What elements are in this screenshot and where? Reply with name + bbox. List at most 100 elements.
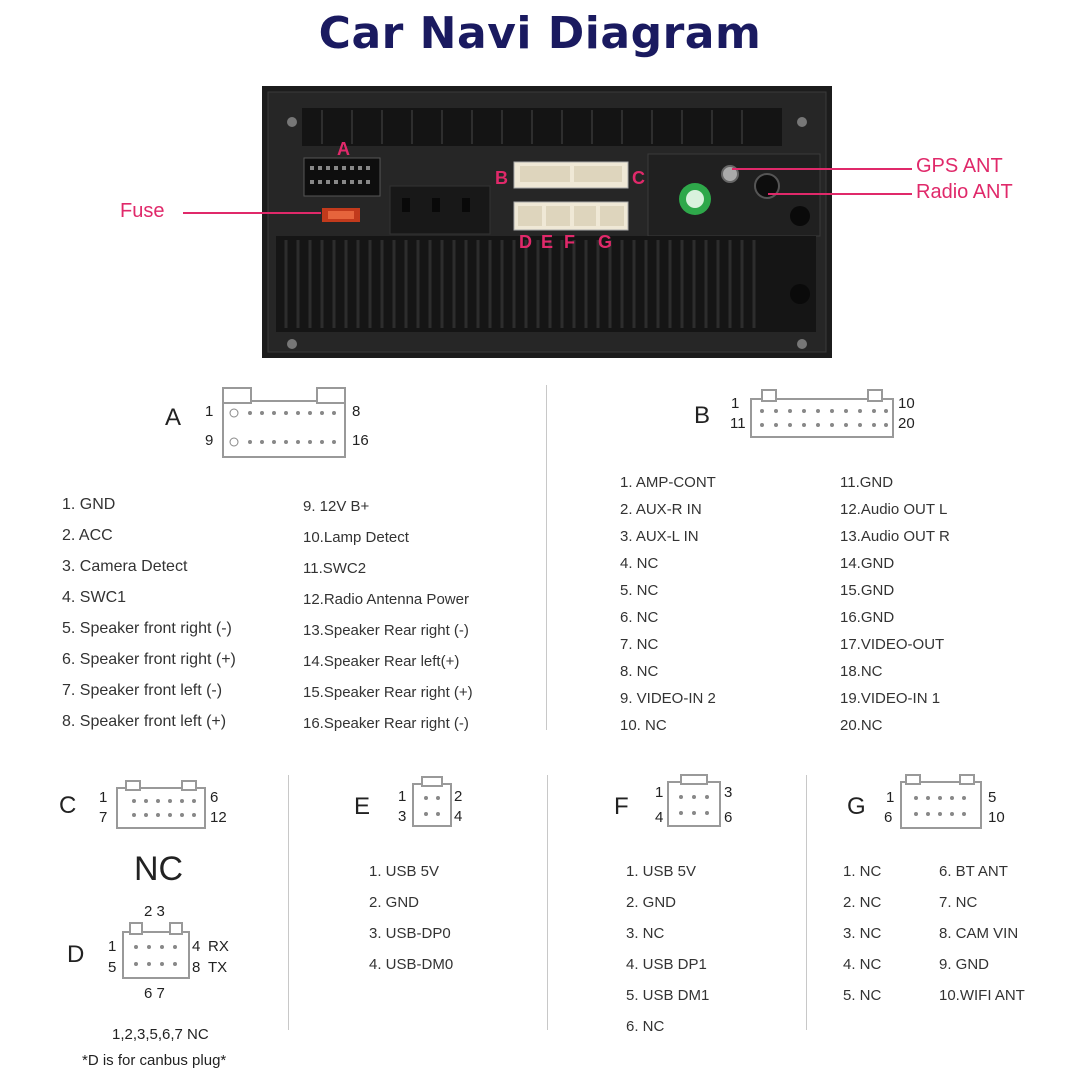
connector-g-letter: G — [847, 793, 866, 820]
list-item: 13.Audio OUT R — [840, 528, 950, 545]
list-item: 5. USB DM1 — [626, 987, 710, 1004]
radio-ant-label: Radio ANT — [916, 181, 1013, 203]
head-unit-rear-photo — [262, 86, 832, 358]
connector-f-pin-6: 6 — [724, 809, 733, 826]
connector-g-diagram — [900, 774, 982, 829]
connector-g-pin-1: 1 — [886, 789, 895, 806]
connector-a-list-right: 9. 12V B+ 10.Lamp Detect 11.SWC2 12.Radi… — [303, 491, 473, 739]
connector-d-pin-1: 1 — [108, 938, 117, 955]
photo-letter-d: D — [519, 232, 532, 252]
connector-f-pin-4: 4 — [655, 809, 664, 826]
connector-d-pin-4: 4 — [192, 938, 201, 955]
divider-fg — [806, 775, 807, 1030]
connector-b-diagram — [750, 389, 894, 438]
connector-c-nc: NC — [134, 850, 184, 888]
photo-letter-c: C — [632, 168, 645, 188]
connector-c-pin-7: 7 — [99, 809, 108, 826]
connector-a-pin-8: 8 — [352, 403, 361, 420]
connector-b-pin-11: 11 — [730, 415, 746, 432]
connector-c-diagram — [116, 780, 206, 829]
connector-e-pin-1: 1 — [398, 788, 407, 805]
connector-d-tx: TX — [208, 959, 228, 976]
connector-d-pins-bottom: 6 7 — [144, 985, 165, 1002]
list-item: 6. BT ANT — [939, 863, 1008, 880]
list-item: 1. AMP-CONT — [620, 474, 716, 491]
connector-d-diagram — [122, 922, 190, 979]
connector-e-pin-3: 3 — [398, 808, 407, 825]
connector-g-list-left: 1. NC 2. NC 3. NC 4. NC 5. NC — [843, 856, 881, 1011]
list-item: 2. NC — [843, 894, 882, 911]
list-item: 11.SWC2 — [303, 560, 367, 577]
fuse-label: Fuse — [120, 200, 165, 222]
list-item: 6. NC — [626, 1018, 665, 1035]
list-item: 3. Camera Detect — [62, 558, 188, 575]
divider-ce — [288, 775, 289, 1030]
list-item: 3. USB-DP0 — [369, 925, 451, 942]
list-item: 4. USB-DM0 — [369, 956, 454, 973]
connector-g-pin-10: 10 — [988, 809, 1005, 826]
list-item: 9. GND — [939, 956, 990, 973]
list-item: 2. ACC — [62, 527, 113, 544]
list-item: 19.VIDEO-IN 1 — [840, 690, 941, 707]
fuse-callout-line — [183, 212, 321, 214]
connector-a-diagram — [222, 387, 346, 458]
connector-a-pin-9: 9 — [205, 432, 214, 449]
list-item: 16.GND — [840, 609, 895, 626]
list-item: 5. NC — [843, 987, 882, 1004]
list-item: 2. GND — [626, 894, 677, 911]
connector-e-pin-2: 2 — [454, 788, 463, 805]
connector-c-letter: C — [59, 792, 77, 819]
photo-letter-a: A — [337, 139, 350, 159]
connector-g-list-right: 6. BT ANT 7. NC 8. CAM VIN 9. GND 10.WIF… — [939, 856, 1025, 1011]
photo-letter-g: G — [598, 232, 613, 252]
list-item: 12.Radio Antenna Power — [303, 591, 469, 608]
list-item: 10. NC — [620, 717, 667, 734]
list-item: 20.NC — [840, 717, 883, 734]
connector-b-pin-1: 1 — [731, 395, 740, 412]
list-item: 15.GND — [840, 582, 895, 599]
gps-callout-line — [732, 168, 912, 170]
list-item: 1. USB 5V — [626, 863, 697, 880]
list-item: 5. Speaker front right (-) — [62, 620, 232, 637]
connector-b-pin-20: 20 — [898, 415, 915, 432]
connector-b-letter: B — [694, 402, 711, 429]
connector-b-list-right: 11.GND 12.Audio OUT L 13.Audio OUT R 14.… — [840, 469, 950, 739]
connector-d-pin-5: 5 — [108, 959, 117, 976]
list-item: 6. Speaker front right (+) — [62, 651, 236, 668]
connector-d-pin-8: 8 — [192, 959, 201, 976]
connector-e-pin-4: 4 — [454, 808, 463, 825]
connector-f-pin-3: 3 — [724, 784, 733, 801]
gps-ant-label: GPS ANT — [916, 155, 1003, 177]
list-item: 3. NC — [843, 925, 882, 942]
connector-d-pins-top: 2 3 — [144, 903, 165, 920]
photo-letter-b: B — [495, 168, 508, 188]
connector-a-list-left: 1. GND 2. ACC 3. Camera Detect 4. SWC1 5… — [62, 489, 236, 737]
list-item: 14.Speaker Rear left(+) — [303, 653, 460, 670]
list-item: 7. NC — [620, 636, 659, 653]
connector-e-letter: E — [354, 793, 371, 820]
connector-c-pin-6: 6 — [210, 789, 219, 806]
list-item: 8. NC — [620, 663, 659, 680]
connector-d-rx: RX — [208, 938, 229, 955]
list-item: 4. SWC1 — [62, 589, 127, 606]
photo-letter-f: F — [564, 232, 575, 252]
connector-g-pin-5: 5 — [988, 789, 997, 806]
list-item: 6. NC — [620, 609, 659, 626]
list-item: 9. VIDEO-IN 2 — [620, 690, 716, 707]
list-item: 17.VIDEO-OUT — [840, 636, 945, 653]
list-item: 5. NC — [620, 582, 659, 599]
connector-a-letter: A — [165, 404, 182, 431]
list-item: 13.Speaker Rear right (-) — [303, 622, 469, 639]
list-item: 12.Audio OUT L — [840, 501, 948, 518]
connector-e-diagram — [412, 776, 452, 827]
connector-f-letter: F — [614, 793, 629, 820]
list-item: 15.Speaker Rear right (+) — [303, 684, 473, 701]
connector-f-list: 1. USB 5V 2. GND 3. NC 4. USB DP1 5. USB… — [626, 856, 709, 1042]
list-item: 1. USB 5V — [369, 863, 440, 880]
connector-c-pin-1: 1 — [99, 789, 108, 806]
connector-b-list-left: 1. AMP-CONT 2. AUX-R IN 3. AUX-L IN 4. N… — [620, 469, 716, 739]
list-item: 8. Speaker front left (+) — [62, 713, 227, 730]
list-item: 8. CAM VIN — [939, 925, 1019, 942]
radio-callout-line — [768, 193, 912, 195]
connector-d-note-nc: 1,2,3,5,6,7 NC — [112, 1026, 209, 1043]
